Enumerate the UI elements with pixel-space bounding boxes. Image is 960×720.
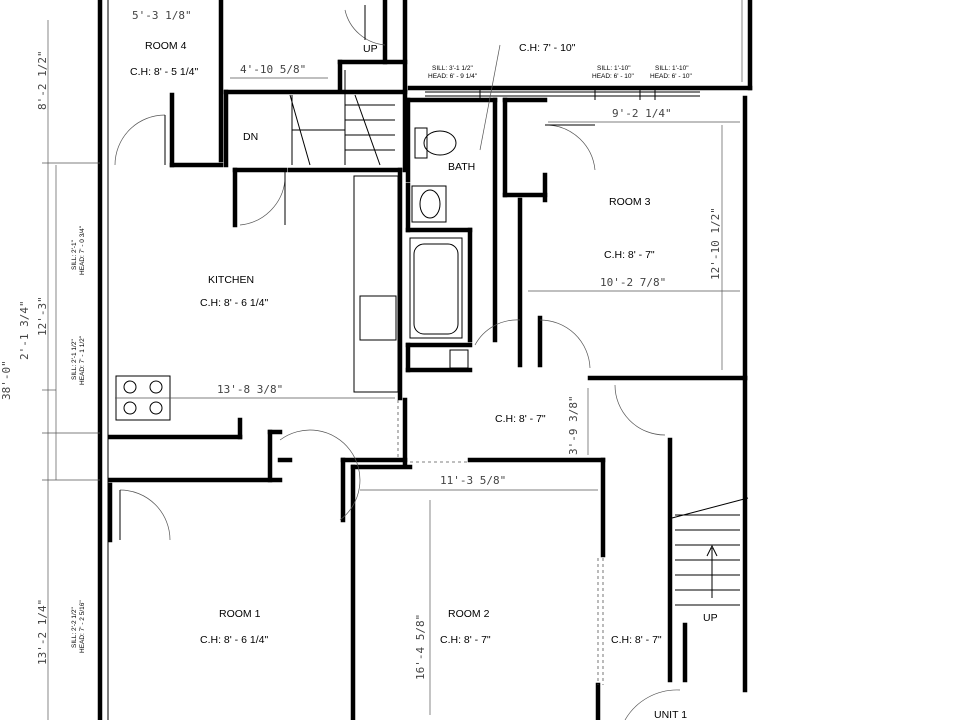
dashed-openings bbox=[397, 400, 604, 685]
room1-ch: C.H: 8' - 6 1/4" bbox=[200, 634, 268, 646]
bath-window-head: HEAD: 6' - 9 1/4" bbox=[428, 73, 478, 80]
stair-dn-label: DN bbox=[243, 131, 258, 143]
kitchen-name: KITCHEN bbox=[208, 274, 254, 286]
door-swings bbox=[114, 9, 681, 720]
dim-12-10: 12'-10 1/2" bbox=[709, 207, 722, 280]
bathtub bbox=[409, 237, 463, 339]
room3-window-a-sill: SILL: 1'-10" bbox=[597, 65, 631, 72]
bath-ch: C.H: 7' - 10" bbox=[519, 42, 576, 54]
room4-ch: C.H: 8' - 5 1/4" bbox=[130, 66, 198, 78]
dim-11-3: 11'-3 5/8" bbox=[440, 474, 506, 487]
dim-13-8: 13'-8 3/8" bbox=[217, 383, 283, 396]
stair-up-right-label: UP bbox=[703, 612, 718, 624]
room3-window-a-head: HEAD: 6' - 10" bbox=[592, 73, 635, 80]
bath-name: BATH bbox=[448, 161, 475, 173]
dim-38: 38'-0" bbox=[0, 360, 13, 400]
bath-window-sill: SILL: 3'-1 1/2" bbox=[432, 65, 473, 72]
dim-4-10: 4'-10 5/8" bbox=[240, 63, 306, 76]
dim-3-9: 3'-9 3/8" bbox=[567, 395, 580, 455]
toilet-icon bbox=[414, 127, 457, 159]
hall-ch: C.H: 8' - 7" bbox=[495, 413, 546, 425]
stairhall-ch: C.H: 8' - 7" bbox=[611, 634, 662, 646]
room1-window-head: HEAD: 7' - 2 5/16" bbox=[79, 600, 86, 653]
upper-stair bbox=[289, 5, 395, 166]
top-windows bbox=[425, 88, 700, 100]
dim-2-1: 2'-1 3/4" bbox=[18, 300, 31, 360]
stair-up-label: UP bbox=[363, 43, 378, 55]
kitchen-ch: C.H: 8' - 6 1/4" bbox=[200, 297, 268, 309]
dimension-lines bbox=[42, 0, 743, 720]
kitchen-window-head: HEAD: 7' - 0 3/4" bbox=[79, 225, 86, 275]
dim-9-2: 9'-2 1/4" bbox=[612, 107, 672, 120]
room1-name: ROOM 1 bbox=[219, 608, 261, 620]
room3-window-b-sill: SILL: 1'-10" bbox=[655, 65, 689, 72]
room2-name: ROOM 2 bbox=[448, 608, 490, 620]
unit-name: UNIT 1 bbox=[654, 709, 687, 720]
room3-window-b-head: HEAD: 6' - 10" bbox=[650, 73, 693, 80]
kitchen-window2-sill: SILL: 2'-1 1/2" bbox=[71, 339, 78, 380]
right-stair bbox=[671, 497, 749, 606]
kitchen-window2-head: HEAD: 7' - 1 1/2" bbox=[79, 335, 86, 385]
dim-16-4: 16'-4 5/8" bbox=[414, 614, 427, 680]
dim-8-2: 8'-2 1/2" bbox=[36, 50, 49, 110]
walls bbox=[97, 0, 753, 720]
room4-name: ROOM 4 bbox=[145, 40, 187, 52]
dim-5-3: 5'-3 1/8" bbox=[132, 9, 192, 22]
bath-sink bbox=[411, 185, 447, 223]
room2-ch: C.H: 8' - 7" bbox=[440, 634, 491, 646]
kitchen-window-sill: SILL: 2'-1" bbox=[71, 239, 78, 270]
room1-window-sill: SILL: 2'-2 1/2" bbox=[71, 607, 78, 648]
dim-10-2: 10'-2 7/8" bbox=[600, 276, 666, 289]
kitchen-sink bbox=[359, 295, 397, 341]
room3-name: ROOM 3 bbox=[609, 196, 651, 208]
dim-13-2: 13'-2 1/4" bbox=[36, 599, 49, 665]
dim-12-3: 12'-3" bbox=[36, 296, 49, 336]
room3-ch: C.H: 8' - 7" bbox=[604, 249, 655, 261]
